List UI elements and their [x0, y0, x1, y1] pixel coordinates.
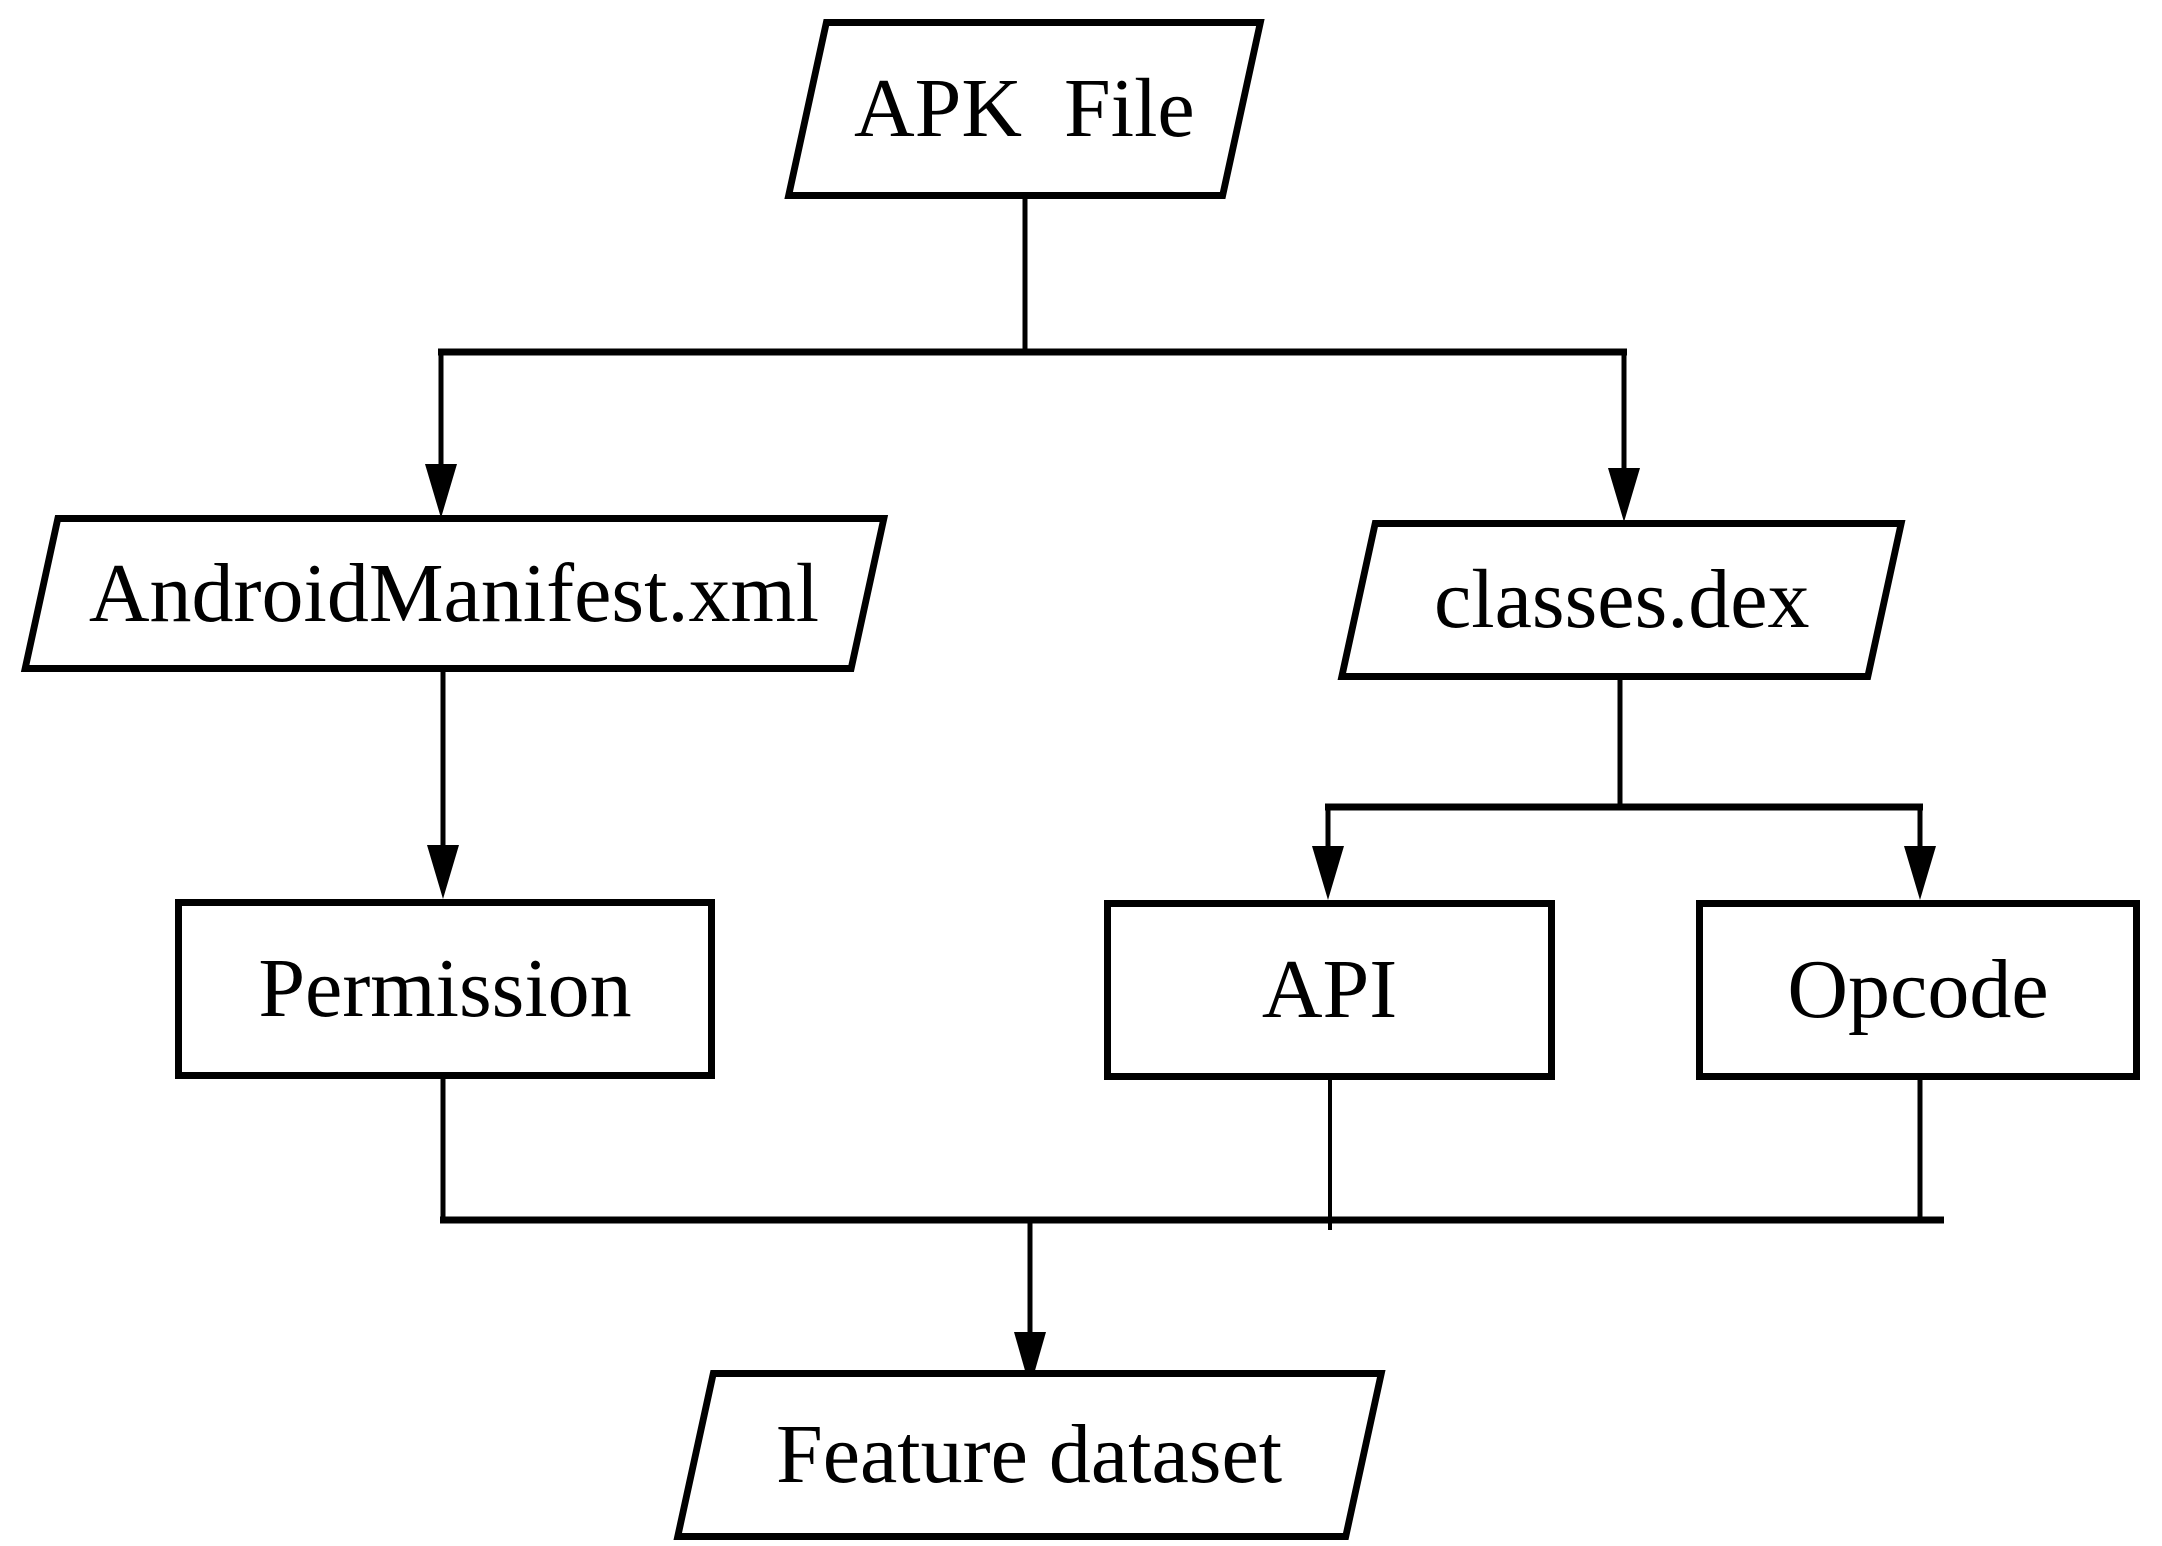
node-classes-dex-label: classes.dex [1433, 553, 1810, 646]
node-apk-file: APK File [784, 19, 1265, 199]
edge-merge-to-featuredataset-arrowhead [1014, 1332, 1046, 1388]
node-feature-dataset-label: Feature dataset [776, 1408, 1283, 1501]
edge-classesdex-split [1325, 676, 1923, 811]
edge-apkfile-to-manifest-arrowhead [425, 464, 457, 518]
edge-apkfile-to-classesdex-arrowhead [1608, 468, 1640, 522]
node-permission-label: Permission [258, 942, 632, 1035]
node-feature-dataset: Feature dataset [673, 1370, 1386, 1540]
node-permission: Permission [175, 899, 715, 1079]
edge-merge-bar [440, 1074, 1944, 1230]
edge-classesdex-to-api-arrowhead [1312, 846, 1344, 900]
edge-classesdex-to-opcode [1904, 804, 1936, 900]
node-api: API [1104, 900, 1555, 1080]
node-opcode-label: Opcode [1787, 943, 2049, 1036]
node-api-label: API [1261, 943, 1398, 1036]
node-androidmanifest-xml-label: AndroidManifest.xml [89, 546, 820, 640]
edge-merge-to-featuredataset [1014, 1217, 1046, 1388]
edge-apkfile-split [438, 196, 1627, 356]
edge-manifest-to-permission-arrowhead [427, 845, 459, 899]
edge-apkfile-to-classesdex [1608, 349, 1640, 522]
edge-apkfile-to-manifest [425, 349, 457, 518]
node-apk-file-label: APK File [854, 62, 1195, 155]
node-classes-dex: classes.dex [1337, 520, 1906, 680]
edge-manifest-to-permission [427, 668, 459, 899]
node-androidmanifest-xml: AndroidManifest.xml [20, 515, 889, 672]
node-opcode: Opcode [1696, 900, 2140, 1080]
edge-classesdex-to-opcode-arrowhead [1904, 846, 1936, 900]
edge-classesdex-to-api [1312, 804, 1344, 900]
